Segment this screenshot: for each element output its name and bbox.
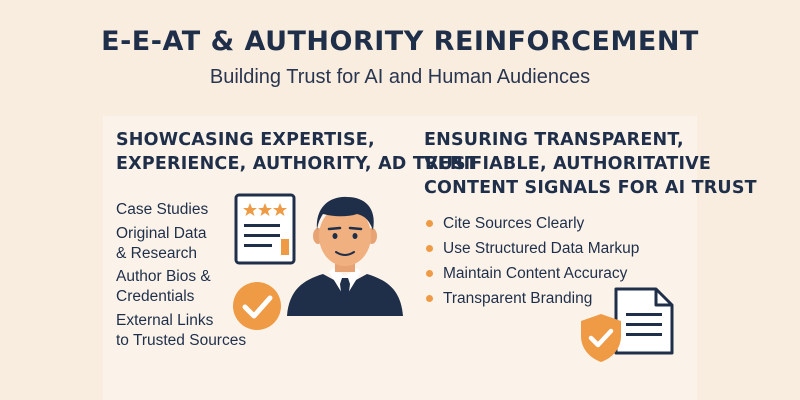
left-heading-line: SHOWCASING EXPERTISE, bbox=[116, 130, 375, 150]
list-item-line: to Trusted Sources bbox=[116, 332, 247, 349]
list-item: Author Bios & Credentials bbox=[116, 267, 211, 307]
left-heading-line: EXPERIENCE, AUTHORITY, AD TRUST bbox=[116, 154, 478, 174]
page-subtitle: Building Trust for AI and Human Audience… bbox=[209, 66, 591, 88]
shield-check-icon bbox=[581, 314, 621, 362]
bullet-dot-icon bbox=[426, 245, 433, 252]
right-heading-line: CONTENT SIGNALS FOR AI TRUST bbox=[424, 178, 757, 198]
right-heading-line: VERIFIABLE, AUTHORITATIVE bbox=[424, 154, 712, 174]
list-item-line: & Research bbox=[116, 245, 197, 262]
list-item-line: Original Data bbox=[116, 225, 207, 242]
bullet-dot-icon bbox=[426, 270, 433, 277]
right-heading-line: ENSURING TRANSPARENT, bbox=[424, 130, 684, 150]
bullet-text: Use Structured Data Markup bbox=[443, 240, 640, 257]
bullet-item: Maintain Content Accuracy bbox=[424, 261, 639, 286]
bullet-dot-icon bbox=[426, 220, 433, 227]
right-heading: ENSURING TRANSPARENT, VERIFIABLE, AUTHOR… bbox=[424, 128, 757, 200]
list-item: Original Data & Research bbox=[116, 224, 206, 264]
bullet-text: Maintain Content Accuracy bbox=[443, 265, 628, 282]
list-item-line: External Links bbox=[116, 312, 214, 329]
checkmark-badge-icon bbox=[233, 282, 281, 330]
list-item: External Links to Trusted Sources bbox=[116, 311, 246, 351]
bullet-text: Cite Sources Clearly bbox=[443, 215, 585, 232]
left-heading: SHOWCASING EXPERTISE, EXPERIENCE, AUTHOR… bbox=[116, 128, 478, 176]
list-item-line: Author Bios & bbox=[116, 268, 211, 285]
rating-document-icon bbox=[234, 193, 296, 265]
list-item-line: Case Studies bbox=[116, 201, 209, 218]
list-item-line: Credentials bbox=[116, 288, 195, 305]
list-item: Case Studies bbox=[116, 200, 208, 220]
bullet-list: Cite Sources Clearly Use Structured Data… bbox=[424, 211, 639, 311]
person-icon bbox=[287, 196, 403, 316]
bullet-item: Cite Sources Clearly bbox=[424, 211, 639, 236]
bullet-dot-icon bbox=[426, 295, 433, 302]
bullet-item: Transparent Branding bbox=[424, 286, 639, 311]
bullet-text: Transparent Branding bbox=[443, 290, 593, 307]
page-title: E-E-AT & AUTHORITY REINFORCEMENT bbox=[101, 26, 699, 57]
bullet-item: Use Structured Data Markup bbox=[424, 236, 639, 261]
